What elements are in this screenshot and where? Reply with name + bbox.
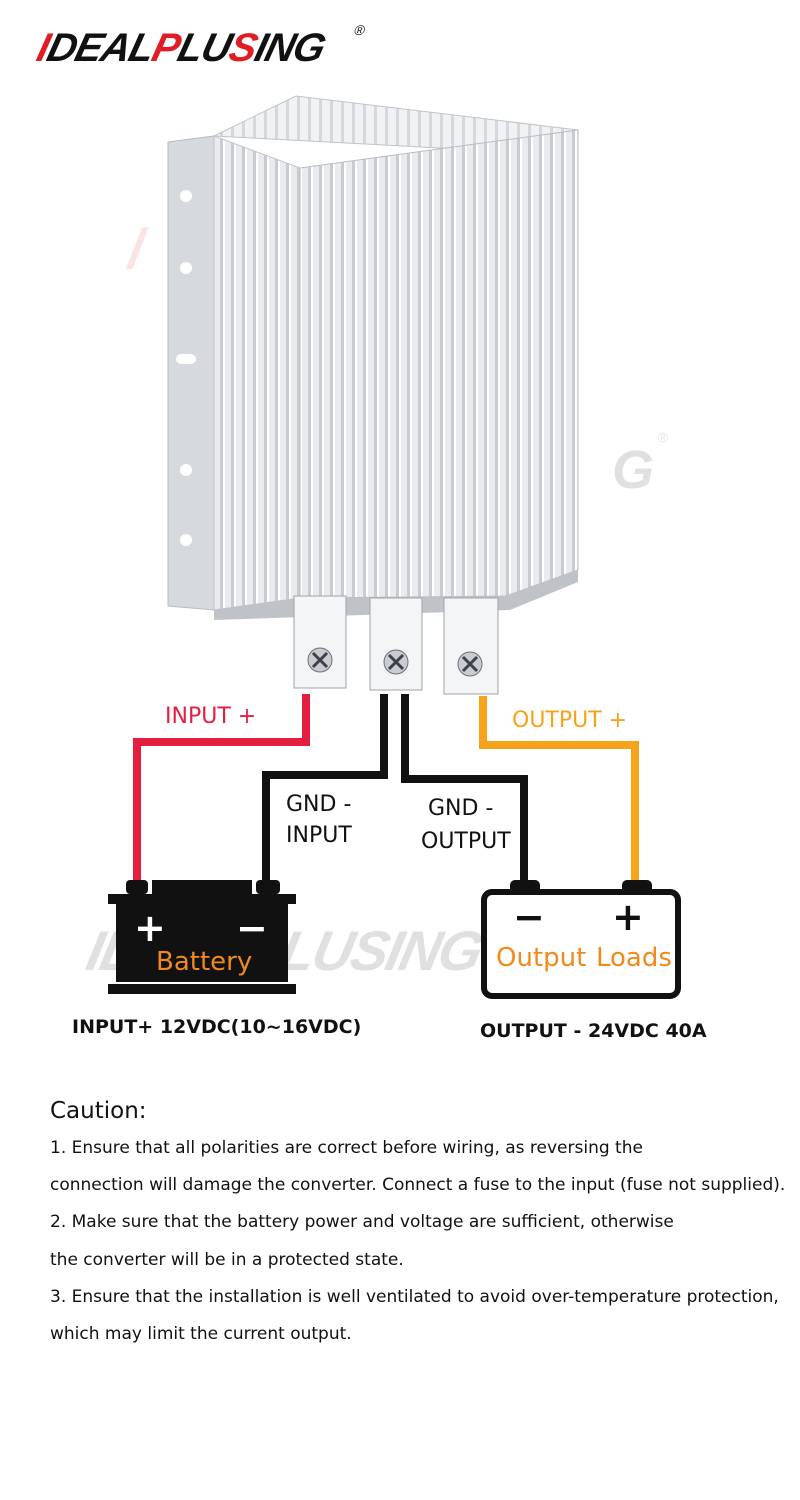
output-positive-wire bbox=[479, 696, 639, 880]
battery-plus-sign: + bbox=[134, 906, 166, 950]
input-positive-wire bbox=[133, 694, 310, 880]
loads-minus-sign: − bbox=[513, 895, 545, 939]
caution-line: 3. Ensure that the installation is well … bbox=[50, 1286, 779, 1307]
gnd-output-label-line1: GND - bbox=[428, 796, 494, 821]
gnd-output-label-line2: OUTPUT bbox=[421, 829, 511, 854]
caution-line: connection will damage the converter. Co… bbox=[50, 1175, 786, 1196]
svg-text:/: / bbox=[125, 217, 149, 280]
caution-line: 2. Make sure that the battery power and … bbox=[50, 1212, 674, 1233]
watermark-top: / bbox=[125, 217, 149, 280]
wiring-diagram: / G ® IDEALPLUSING bbox=[81, 95, 681, 999]
loads-plus-sign: + bbox=[612, 895, 644, 939]
svg-text:®: ® bbox=[658, 429, 669, 445]
loads-label-left: Output bbox=[496, 943, 587, 973]
battery-icon bbox=[108, 880, 296, 994]
svg-text:G: G bbox=[612, 440, 654, 500]
output-positive-label: OUTPUT + bbox=[512, 708, 628, 733]
gnd-input-label-line2: INPUT bbox=[286, 823, 352, 848]
gnd-input-wire bbox=[262, 694, 388, 880]
output-loads-icon bbox=[481, 880, 681, 999]
battery-minus-sign: − bbox=[236, 906, 268, 950]
battery-label: Battery bbox=[156, 947, 253, 977]
caution-section: Caution: 1. Ensure that all polarities a… bbox=[50, 1098, 790, 1353]
converter-unit bbox=[167, 95, 579, 695]
loads-spec: OUTPUT - 24VDC 40A bbox=[480, 1020, 707, 1042]
caution-title: Caution: bbox=[50, 1098, 147, 1124]
loads-label-right: Loads bbox=[596, 943, 672, 973]
caution-line: which may limit the current output. bbox=[50, 1324, 352, 1345]
gnd-input-label-line1: GND - bbox=[286, 792, 352, 817]
caution-line: 1. Ensure that all polarities are correc… bbox=[50, 1138, 643, 1158]
watermark-mid: G ® bbox=[612, 429, 669, 500]
battery-spec: INPUT+ 12VDC(10~16VDC) bbox=[72, 1016, 362, 1038]
gnd-output-wire bbox=[401, 694, 528, 880]
caution-line: the converter will be in a protected sta… bbox=[50, 1249, 404, 1270]
input-positive-label: INPUT + bbox=[165, 704, 257, 729]
